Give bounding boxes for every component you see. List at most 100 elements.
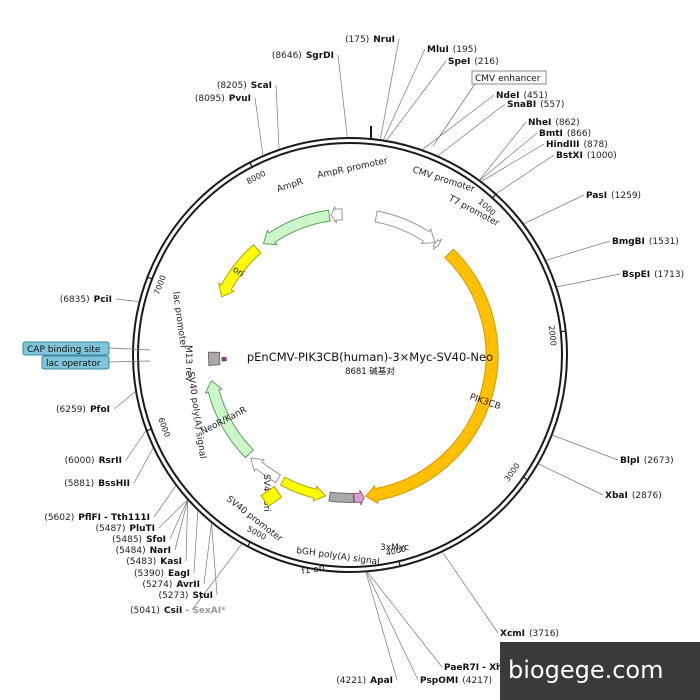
- site-sgrdi: (8646)SgrDI: [272, 51, 334, 61]
- label-ampr: AmpR: [276, 177, 305, 195]
- site-position: (2673): [644, 456, 674, 466]
- site-leader-eagi: [193, 511, 199, 574]
- plasmid-title: pEnCMV-PIK3CB(human)-3×Myc-SV40-Neo: [247, 350, 493, 364]
- site-mlui: MluI(195): [427, 45, 477, 55]
- site-label-xbai: XbaI(2876): [605, 491, 662, 501]
- site-csii: (5041)CsiI - SexAI*: [130, 606, 226, 616]
- backbone-inner-circle: [137, 142, 563, 568]
- feature-lac-operator: [221, 356, 227, 361]
- site-position: (216): [474, 57, 498, 67]
- site-leader-pflfi-tth111i: [153, 485, 177, 518]
- site-label-nari: (5484)NarI: [116, 546, 171, 556]
- site-position: (866): [567, 129, 591, 139]
- site-leader-sgrdi: [337, 54, 348, 138]
- feature-bgh-polya: [328, 491, 354, 503]
- site-pcii: (6835)PciI: [60, 295, 112, 305]
- site-name: PluTI: [129, 524, 155, 534]
- site-name: NheI: [528, 118, 551, 128]
- tick-2000: [559, 330, 567, 333]
- site-position: (557): [540, 100, 564, 110]
- site-name: BspEI: [622, 270, 650, 280]
- site-position: (5881): [64, 479, 94, 489]
- site-pspomi: PspOMI(4217): [420, 676, 492, 686]
- site-position: (5273): [159, 591, 189, 601]
- site-bsshii: (5881)BssHII: [64, 479, 130, 489]
- backbone-outer-circle: [132, 137, 568, 573]
- feature-f1-ori: [279, 476, 327, 502]
- site-name: SnaBI: [507, 100, 536, 110]
- site-position: (5487): [95, 524, 125, 534]
- cmv-enhancer-box: CMV enhancer: [432, 70, 547, 147]
- site-leader-spei: [386, 60, 447, 141]
- lac-operator-frame: [41, 355, 110, 370]
- site-scai: (8205)ScaI: [217, 81, 272, 91]
- site-hindiii: HindIII(878): [546, 140, 608, 150]
- site-name: XcmI: [500, 629, 525, 639]
- site-position: (4221): [336, 676, 366, 686]
- site-leader-hindiii: [481, 143, 545, 182]
- site-snabi: SnaBI (557): [507, 100, 564, 110]
- site-name: EagI: [168, 569, 190, 579]
- site-label-pcii: (6835)PciI: [60, 295, 112, 305]
- site-nrui: (175)NruI: [345, 35, 395, 45]
- site-position: (1000): [587, 151, 617, 161]
- site-name: SpeI: [448, 57, 470, 67]
- site-name: RsrII: [99, 456, 122, 466]
- tick-1000: [491, 193, 497, 200]
- site-name: NruI: [373, 35, 395, 45]
- site-pflfi-tth111i: (5602)PflFI - Tth111I: [44, 513, 150, 523]
- restriction-sites: (175)NruIMluI(195)SpeI(216)NdeI(451)SnaB…: [44, 35, 684, 686]
- site-label-snabi: SnaBI (557): [507, 100, 564, 110]
- site-name: ScaI: [251, 81, 272, 91]
- site-name: SgrDI: [306, 51, 334, 61]
- site-rsrii: (6000)RsrII: [65, 456, 122, 466]
- site-name: PfoI: [90, 405, 110, 415]
- site-leader-pspomi: [366, 572, 419, 681]
- site-name: StuI: [192, 591, 213, 601]
- lac-operator-label: lac operator: [46, 359, 101, 369]
- site-label-rsrii: (6000)RsrII: [65, 456, 122, 466]
- site-bspei: BspEI(1713): [622, 270, 684, 280]
- site-name: CsiI: [164, 606, 182, 616]
- tick-8000: [248, 161, 254, 169]
- site-leader-bmti: [479, 132, 538, 181]
- feature-neor-kanr: [204, 379, 255, 459]
- site-leader-xbai: [538, 463, 604, 496]
- site-name: SfoI: [146, 535, 166, 545]
- site-name: KasI: [160, 557, 182, 567]
- site-leader-xcmi: [442, 552, 499, 634]
- feature-ampr: [262, 209, 331, 246]
- site-pvui: (8095)PvuI: [195, 94, 251, 104]
- site-name: PflFI - Tth111I: [78, 513, 150, 523]
- watermark-text: biogege.com: [508, 656, 663, 684]
- feature-cmv-promoter: [374, 210, 436, 245]
- site-leader-bstxi: [496, 154, 555, 194]
- site-position: (8095): [195, 94, 225, 104]
- tick-7000: [146, 276, 154, 280]
- label-sv40-polya: SV40 poly(A) signal: [185, 371, 207, 459]
- site-bstxi: BstXI(1000): [556, 151, 617, 161]
- label-f1-ori: f1 ori: [301, 564, 326, 577]
- site-label-eagi: (5390) EagI: [134, 569, 190, 579]
- feature-ampr-promoter: [330, 206, 343, 224]
- site-leader-paer7i-xhoi: [367, 572, 443, 668]
- label-cmv-promoter: CMV promoter: [411, 165, 476, 195]
- site-spei: SpeI (216): [448, 57, 499, 67]
- site-position: (4217): [462, 676, 492, 686]
- site-xbai: XbaI(2876): [605, 491, 662, 501]
- cap-binding-label: CAP binding site: [27, 345, 101, 355]
- site-leader-pasi: [523, 194, 585, 225]
- site-leader-sfoi: [169, 500, 188, 540]
- site-label-sfoi: (5485)SfoI: [112, 535, 166, 545]
- site-label-scai: (8205)ScaI: [217, 81, 272, 91]
- site-name: HindIII: [546, 140, 580, 150]
- site-leader-stui: [211, 523, 218, 596]
- site-label-blpi: BlpI(2673): [620, 456, 674, 466]
- site-position: (5390): [134, 569, 164, 579]
- site-label-pfoi: (6259)PfoI: [56, 405, 110, 415]
- label-bgh-polya: bGH poly(A) signal: [296, 546, 381, 568]
- site-label-pluti: (5487) PluTI: [95, 524, 155, 534]
- site-label-bspei: BspEI(1713): [622, 270, 684, 280]
- cmv-enhancer-label: CMV enhancer: [475, 74, 541, 84]
